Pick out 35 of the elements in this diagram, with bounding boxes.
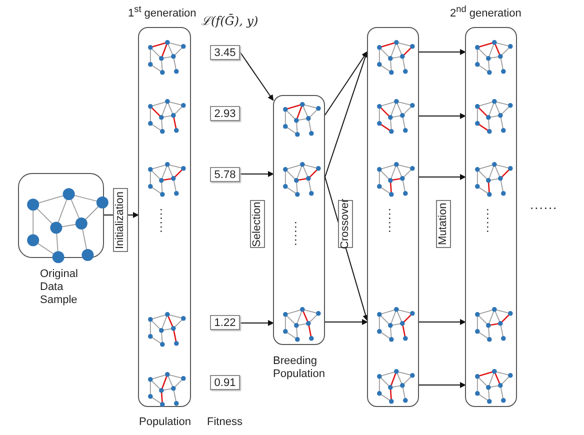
fitness-box: 5.78 [210, 167, 240, 182]
step-label: Crossover [338, 200, 353, 248]
arrow [240, 320, 274, 326]
heading: 2$^{nd}$ generation [450, 3, 522, 21]
fitness-box: 1.22 [210, 315, 240, 330]
population-panel [138, 27, 191, 407]
arrow [418, 174, 466, 180]
arrow [324, 51, 368, 178]
breeding-panel [273, 95, 325, 345]
ellipsis: ...... [293, 221, 305, 248]
ellipsis: ...... [485, 208, 497, 234]
arrow [240, 52, 274, 101]
arrow [418, 382, 466, 388]
arrow [324, 51, 368, 116]
caption: Population [139, 416, 192, 429]
arrow [240, 171, 274, 177]
edge-label: Initialization [113, 188, 128, 252]
caption: Original Data Sample [40, 268, 79, 307]
arrow [418, 319, 466, 325]
arrow [418, 49, 466, 55]
ellipsis: ...... [158, 208, 170, 234]
ellipsis: ...... [387, 208, 399, 234]
caption: Fitness [207, 416, 244, 429]
step-label: Selection [250, 200, 265, 248]
offspring-panel [367, 27, 419, 407]
arrow [418, 113, 466, 119]
ellipsis: ...... [530, 198, 559, 211]
fitness-box: 3.45 [210, 45, 240, 60]
generation-panel [465, 27, 517, 407]
caption: Breeding Population [273, 355, 326, 381]
fitness-box: 2.93 [210, 106, 240, 121]
arrow [324, 319, 368, 325]
fitness-box: 0.91 [210, 375, 240, 390]
formula: ℒ(f(Ḡ), y) [201, 15, 258, 28]
step-label: Mutation [436, 200, 451, 248]
